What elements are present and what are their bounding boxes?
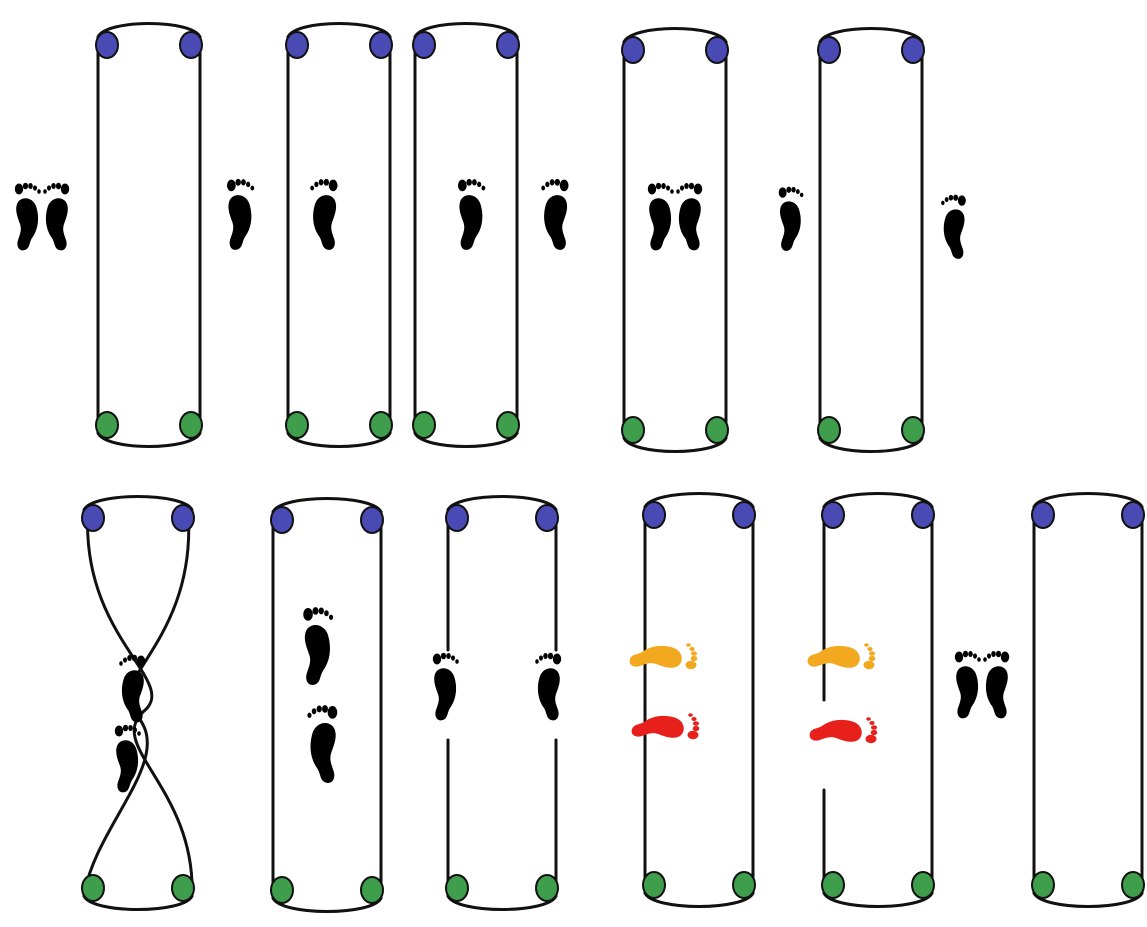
top-right-dot (1121, 501, 1145, 529)
left-foot-icon (227, 179, 254, 250)
orange-foot-icon (807, 643, 876, 670)
feet-pair-icon (648, 182, 703, 251)
top-right-dot (360, 506, 384, 534)
bottom-right-dot (535, 874, 559, 902)
bottom-left-dot (445, 874, 469, 902)
red-foot-icon (809, 717, 878, 744)
left-foot-icon (433, 653, 459, 721)
bottom-right-dot (179, 411, 203, 439)
twisted-side (86, 508, 194, 898)
bottom-right-dot (369, 411, 393, 439)
left-foot-icon (779, 187, 804, 251)
top-left-dot (817, 36, 841, 64)
board-panel (1031, 492, 1145, 908)
bottom-left-dot (642, 871, 666, 899)
bottom-left-dot (817, 416, 841, 444)
right-foot-icon (43, 182, 70, 251)
right-foot-icon (541, 178, 569, 250)
right-foot-icon (307, 705, 338, 783)
board-panel (412, 22, 520, 448)
bottom-left-dot (821, 871, 845, 899)
board-panel (817, 27, 925, 453)
top-right-dot (535, 504, 559, 532)
right-foot-icon (983, 650, 1010, 719)
orange-foot-icon (629, 643, 698, 670)
top-left-dot (1031, 501, 1055, 529)
top-left-dot (95, 31, 119, 59)
board-panel (81, 495, 195, 911)
top-left-dot (445, 504, 469, 532)
right-foot-icon (119, 654, 146, 723)
left-foot-icon (955, 651, 981, 719)
top-left-dot (642, 501, 666, 529)
bottom-left-dot (81, 874, 105, 902)
feet-pair-icon (15, 182, 70, 251)
bottom-left-dot (270, 876, 294, 904)
top-right-dot (901, 36, 925, 64)
right-foot-icon (676, 182, 703, 251)
bottom-left-dot (1031, 871, 1055, 899)
top-left-dot (412, 31, 436, 59)
left-foot-icon (458, 179, 485, 250)
bottom-right-dot (732, 871, 756, 899)
board-panel (270, 497, 384, 913)
bottom-right-dot (171, 874, 195, 902)
board-panel (445, 495, 559, 911)
top-right-dot (171, 504, 195, 532)
bottom-left-dot (621, 416, 645, 444)
top-right-dot (369, 31, 393, 59)
top-left-dot (270, 506, 294, 534)
right-foot-icon (941, 194, 966, 259)
top-left-dot (285, 31, 309, 59)
top-right-dot (911, 501, 935, 529)
bottom-right-dot (901, 416, 925, 444)
feet-pair-icon (955, 650, 1010, 719)
bottom-right-dot (705, 416, 729, 444)
board-panel (821, 492, 935, 908)
bottom-right-dot (1121, 871, 1145, 899)
top-right-dot (179, 31, 203, 59)
top-right-dot (705, 36, 729, 64)
top-left-dot (821, 501, 845, 529)
right-foot-icon (535, 652, 562, 721)
bottom-left-dot (95, 411, 119, 439)
board-panel (285, 22, 393, 448)
right-foot-icon (310, 178, 338, 250)
left-foot-icon (648, 183, 674, 251)
bottom-left-dot (285, 411, 309, 439)
board-panel (95, 22, 203, 448)
bottom-right-dot (360, 876, 384, 904)
left-foot-icon (303, 607, 333, 685)
bottom-left-dot (412, 411, 436, 439)
top-left-dot (621, 36, 645, 64)
red-foot-icon (631, 713, 700, 740)
top-right-dot (496, 31, 520, 59)
left-foot-icon (15, 183, 41, 251)
bottom-right-dot (911, 871, 935, 899)
bottom-right-dot (496, 411, 520, 439)
top-left-dot (81, 504, 105, 532)
board-panel (642, 492, 756, 908)
board-panel (621, 27, 729, 453)
top-right-dot (732, 501, 756, 529)
